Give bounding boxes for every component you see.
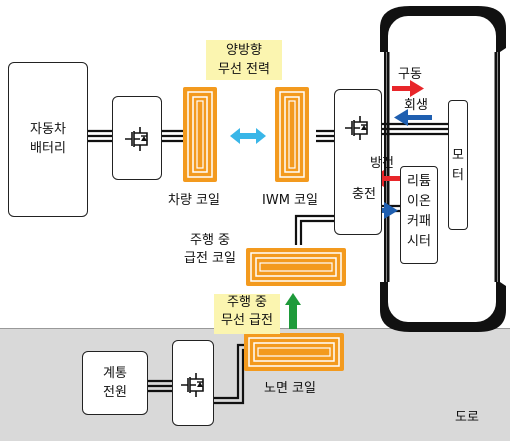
capacitor-label-text: 리튬이온커패시터 (407, 174, 431, 249)
drive-label: 구동 (398, 67, 422, 82)
wireless-label-highlight (206, 40, 282, 80)
bidirectional-label-line1: 양방향 (226, 43, 262, 58)
charge-label: 충전 (352, 187, 376, 202)
road-coil-label: 노면 코일 (264, 381, 316, 396)
capacitor-label: 리튬이온커패시터 (400, 172, 438, 252)
bidirectional-arrow-icon (230, 128, 266, 144)
vehicle-converter-box (112, 96, 162, 180)
mosfet-switch-icon (345, 116, 368, 140)
mosfet-switch-icon (125, 127, 148, 151)
grid-converter-box (172, 340, 214, 426)
vehicle-coil-label: 차량 코일 (168, 193, 220, 208)
power-transfer-arrow-icon (285, 293, 301, 329)
coil-icon (183, 87, 346, 371)
grid-power-box (82, 351, 148, 415)
tire-icon (380, 6, 506, 332)
bidirectional-label-line2: 무선 전력 (218, 62, 270, 77)
vehicle-battery-box (8, 62, 88, 217)
regen-label: 회생 (404, 98, 428, 113)
grid-label-line2: 전원 (103, 385, 127, 400)
pickup-coil-label-line1: 주행 중 (190, 233, 231, 248)
motor-box (448, 100, 468, 230)
dynamic-charging-highlight (214, 294, 280, 334)
dynamic-charging-label-line1: 주행 중 (226, 295, 267, 310)
iwm-inverter-box (334, 89, 382, 235)
pickup-coil-label-line2: 급전 코일 (184, 251, 236, 266)
grid-label-line1: 계통 (103, 366, 127, 381)
drive-arrow-icon (392, 80, 424, 97)
dynamic-charging-label-line2: 무선 급전 (221, 313, 273, 328)
li-ion-capacitor-box (400, 166, 438, 264)
motor-label: 모터 (448, 146, 468, 186)
iwm-coil-label: IWM 코일 (262, 193, 318, 208)
regen-arrow-icon (394, 109, 432, 126)
motor-label-text: 모터 (452, 148, 464, 183)
discharge-label: 방전 (370, 156, 394, 171)
battery-label-line2: 배터리 (30, 141, 66, 156)
mosfet-switch-icon (181, 373, 204, 397)
road-label: 도로 (455, 410, 479, 425)
battery-label-line1: 자동차 (30, 122, 66, 137)
